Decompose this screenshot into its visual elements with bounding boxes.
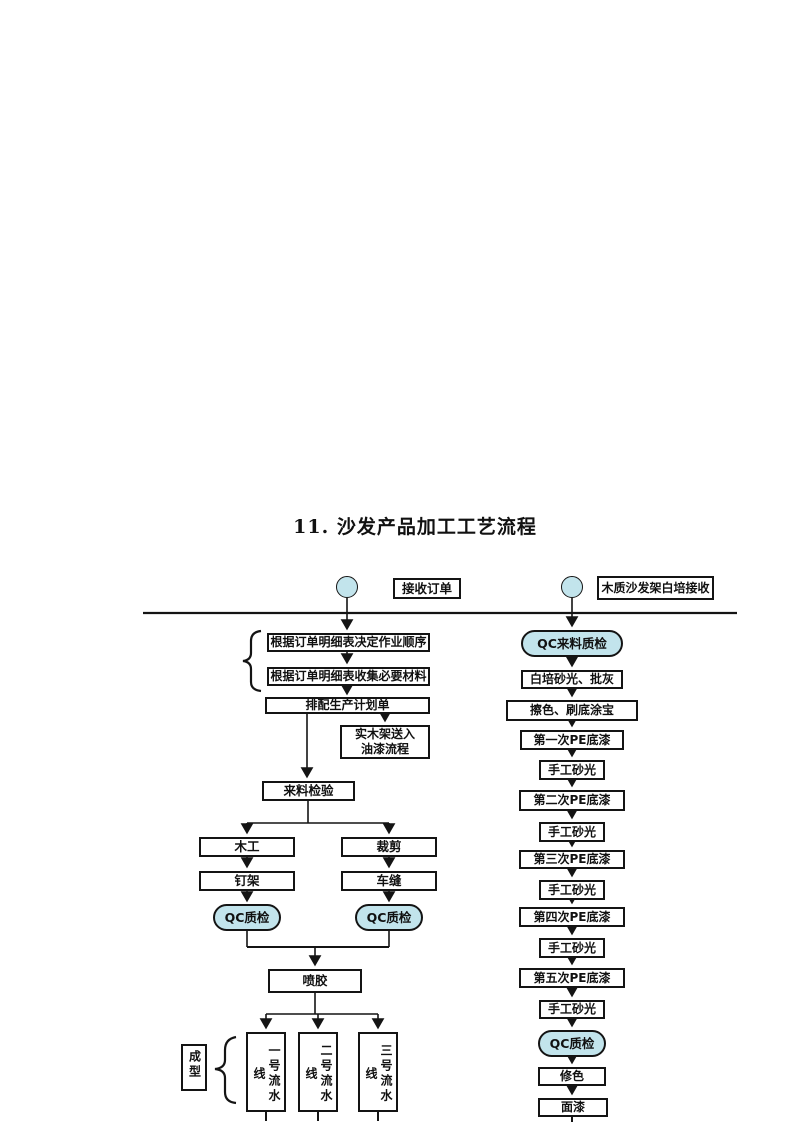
node-hand-sanding-4: 手工砂光 — [539, 938, 605, 958]
node-pe-primer-4: 第四次PE底漆 — [519, 907, 625, 927]
node-pe-primer-5: 第五次PE底漆 — [519, 968, 625, 988]
node-pe-primer-1: 第一次PE底漆 — [520, 730, 624, 750]
start-circle-right — [561, 576, 583, 598]
start-circle-left — [336, 576, 358, 598]
node-nailing-frame: 钉架 — [199, 871, 295, 891]
node-topcoat: 面漆 — [538, 1098, 608, 1117]
node-frame-to-paint-line2: 油漆流程 — [360, 742, 409, 756]
node-stain-sealer: 擦色、刷底涂宝 — [506, 700, 638, 721]
node-color-touchup: 修色 — [538, 1067, 606, 1086]
node-frame-to-paint: 实木架送入 油漆流程 — [340, 725, 430, 759]
node-spray-glue: 喷胶 — [268, 969, 362, 993]
node-hand-sanding-5: 手工砂光 — [539, 1000, 605, 1019]
node-woodwork: 木工 — [199, 837, 295, 857]
node-assembly-line-3: 三号流水线 — [358, 1032, 398, 1112]
node-assembly-line-1: 一号流水线 — [246, 1032, 286, 1112]
node-sewing: 车缝 — [341, 871, 437, 891]
node-plan-collect-materials: 根据订单明细表收集必要材料 — [267, 667, 430, 686]
wire-group — [143, 598, 737, 1122]
node-hand-sanding-3: 手工砂光 — [539, 880, 605, 900]
node-forming-label: 成型 — [181, 1044, 207, 1091]
node-pe-primer-2: 第二次PE底漆 — [519, 790, 625, 811]
label-wood-frame-acceptance: 木质沙发架白培接收 — [597, 576, 714, 600]
node-qc-woodwork: QC质检 — [213, 904, 281, 931]
node-frame-to-paint-line1: 实木架送入 — [354, 727, 415, 741]
node-qc-incoming-material: QC来料质检 — [521, 630, 623, 657]
label-receive-order: 接收订单 — [393, 578, 461, 599]
node-incoming-inspection: 来料检验 — [262, 781, 355, 801]
node-assembly-line-2: 二号流水线 — [298, 1032, 338, 1112]
node-pe-primer-3: 第三次PE底漆 — [519, 850, 625, 869]
node-blank-sanding-putty: 白培砂光、批灰 — [521, 670, 623, 689]
node-cutting: 裁剪 — [341, 837, 437, 857]
page-title: 11. 沙发产品加工工艺流程 — [293, 516, 537, 538]
node-hand-sanding-1: 手工砂光 — [539, 760, 605, 780]
node-qc-final: QC质检 — [538, 1030, 606, 1057]
node-production-plan: 排配生产计划单 — [265, 697, 430, 714]
node-plan-order-sequence: 根据订单明细表决定作业顺序 — [267, 633, 430, 652]
node-hand-sanding-2: 手工砂光 — [539, 822, 605, 842]
node-qc-sewing: QC质检 — [355, 904, 423, 931]
forming-brace — [214, 1035, 237, 1105]
plan-brace — [242, 629, 262, 693]
